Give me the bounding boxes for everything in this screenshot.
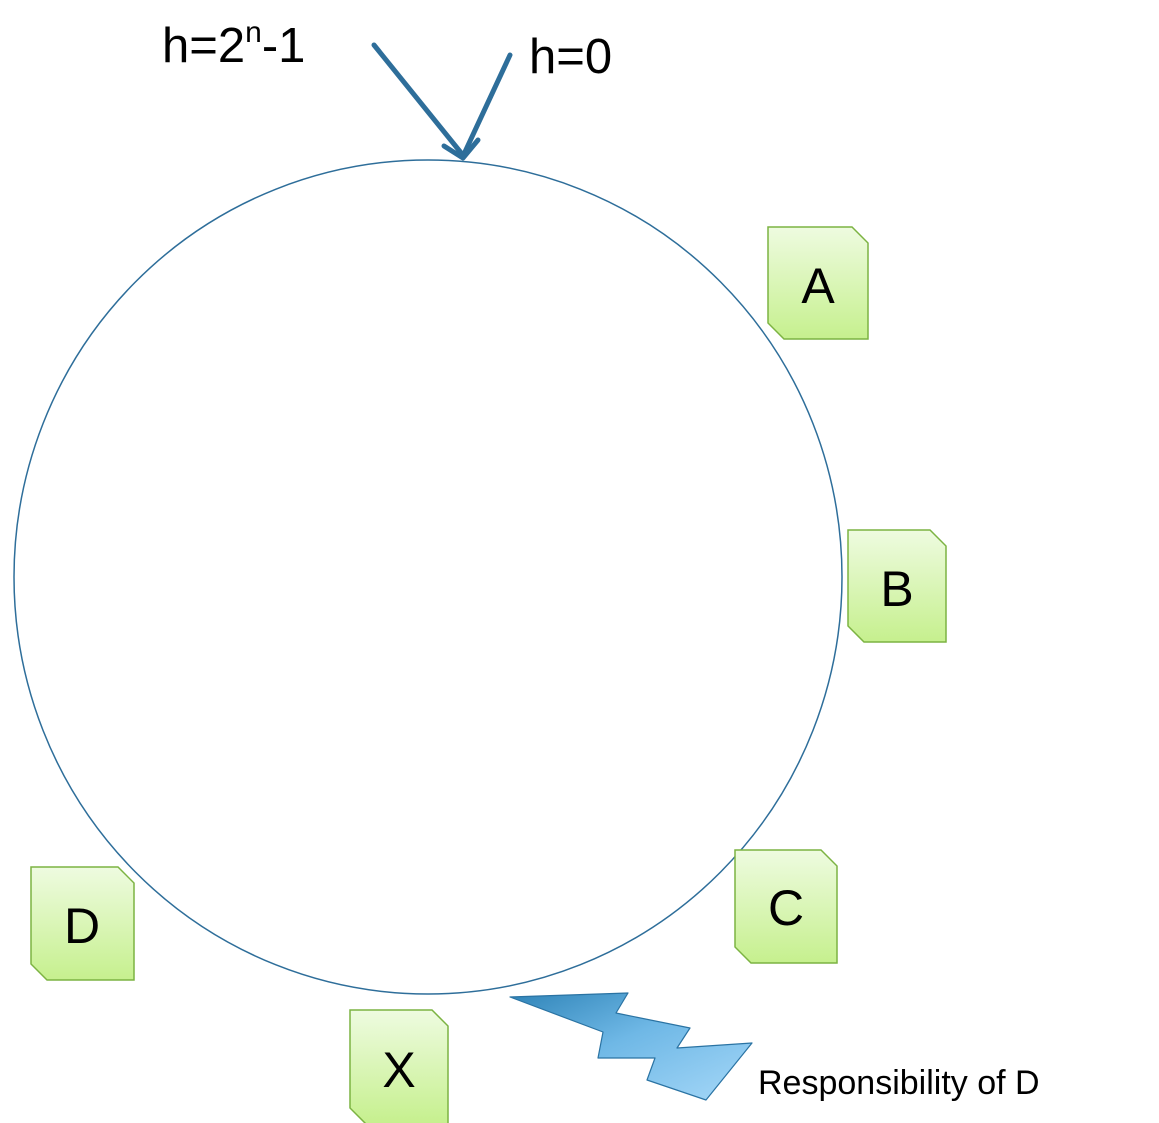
node-c: C [734, 849, 838, 964]
arrow-max-hash [371, 42, 465, 157]
node-x-label: X [382, 1042, 415, 1098]
node-x: X [349, 1009, 449, 1123]
node-a-label: A [801, 258, 835, 314]
lightning-bolt-icon [509, 992, 753, 1101]
ring-start-arrows [371, 42, 513, 161]
max-hash-label: h=2n-1 [162, 16, 305, 73]
node-d: D [30, 866, 135, 981]
hash-ring [13, 159, 843, 995]
responsibility-annotation: Responsibility of D [758, 1064, 1040, 1102]
arrow-zero-hash [461, 52, 513, 157]
node-a: A [767, 226, 869, 340]
node-b: B [847, 529, 947, 643]
arrowhead [441, 137, 481, 161]
node-d-label: D [64, 898, 100, 954]
node-c-label: C [768, 880, 804, 936]
zero-hash-label: h=0 [529, 30, 612, 84]
node-b-label: B [880, 561, 913, 617]
